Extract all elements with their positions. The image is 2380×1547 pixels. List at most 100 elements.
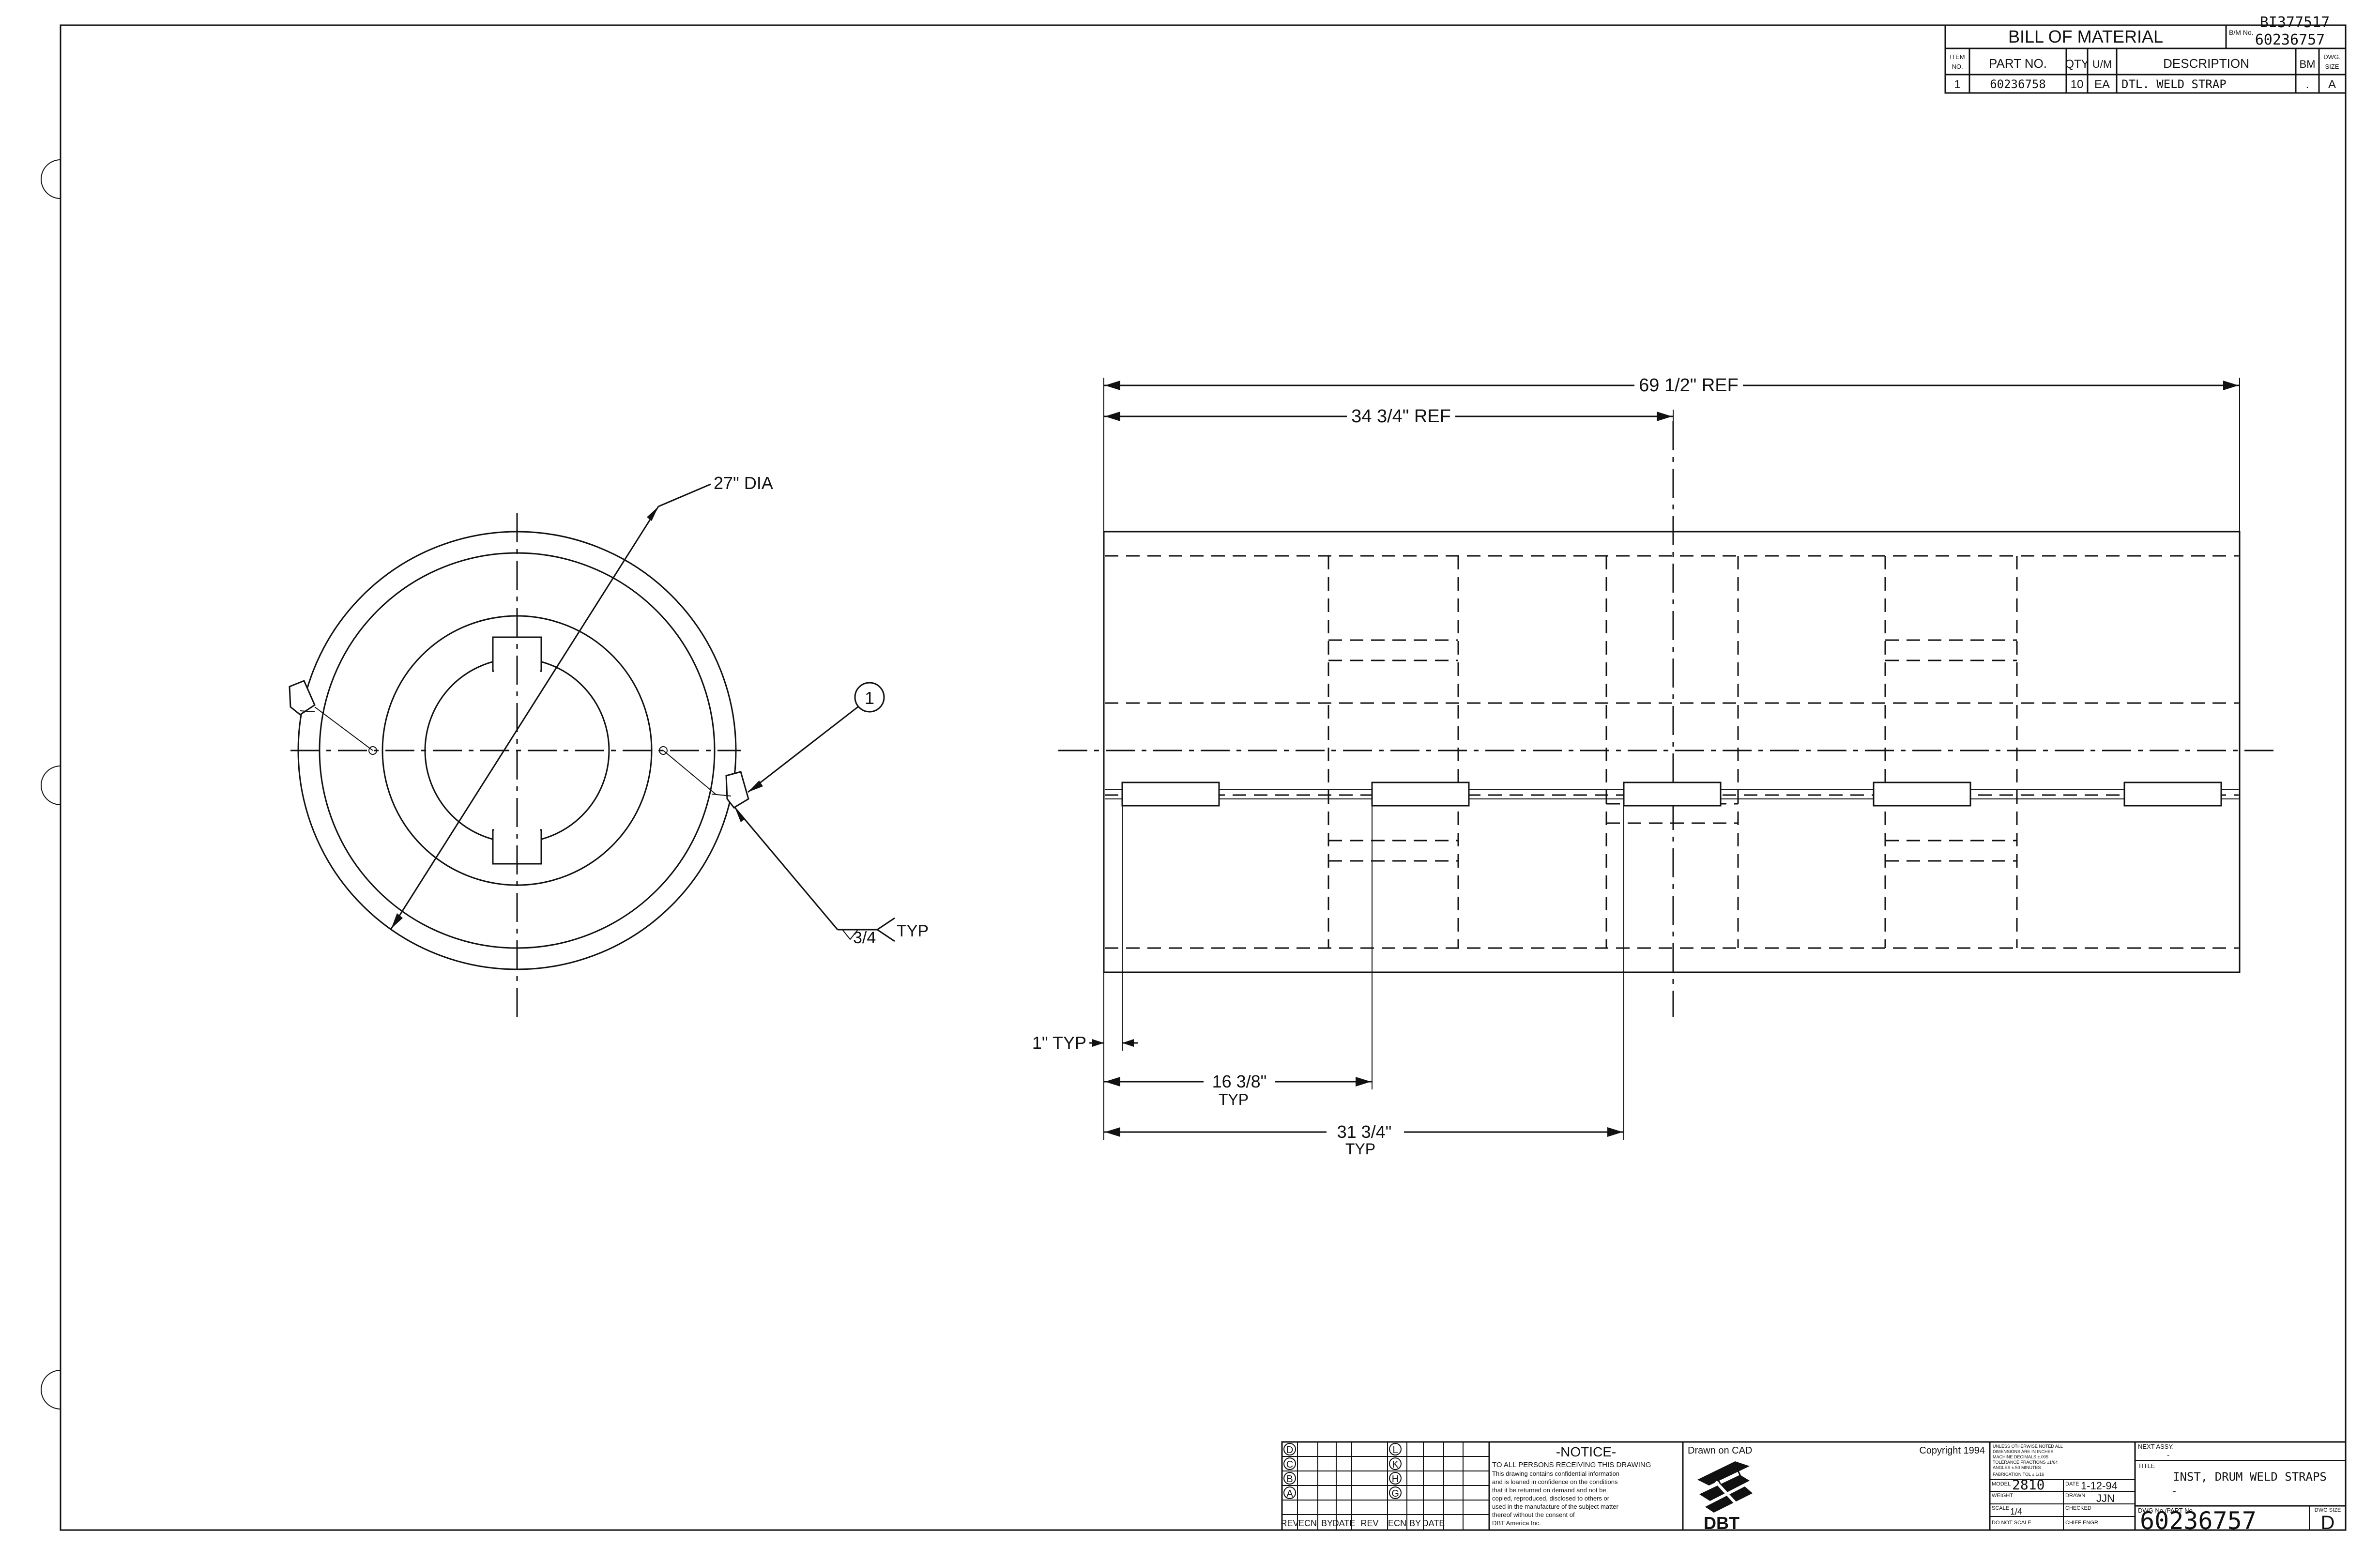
sheet-border xyxy=(60,24,2347,1531)
drawn-label: DRAWN xyxy=(2065,1493,2085,1499)
weld-strap xyxy=(1623,781,1722,807)
svg-text:DIMENSIONS ARE IN INCHES: DIMENSIONS ARE IN INCHES xyxy=(1993,1449,2054,1454)
svg-text:MACHINE DECIMALS ±.005: MACHINE DECIMALS ±.005 xyxy=(1993,1455,2048,1459)
date-label: DATE xyxy=(2065,1481,2079,1487)
next-assy-value: - xyxy=(2167,1451,2169,1459)
svg-text:This drawing contains confiden: This drawing contains confidential infor… xyxy=(1492,1470,1619,1477)
weld-strap xyxy=(1873,781,1971,807)
svg-text:copied, reproduced, disclosed: copied, reproduced, disclosed to others … xyxy=(1492,1495,1610,1502)
svg-text:K: K xyxy=(1392,1459,1399,1470)
drawing-size: D xyxy=(2321,1512,2335,1533)
drawing-number: 60236757 xyxy=(2140,1507,2257,1535)
bom-cell-bm: . xyxy=(2306,78,2309,91)
bom-header-qty: QTY xyxy=(2065,58,2089,71)
drum-shell-outline xyxy=(1103,531,2241,973)
bom-cell-um: EA xyxy=(2094,78,2110,91)
drawing-title: INST, DRUM WELD STRAPS xyxy=(2173,1470,2327,1484)
bom-bm-label: B/M No. xyxy=(2229,29,2254,36)
strap-spacing-note: TYP xyxy=(1219,1091,1249,1108)
strap-spacing-dimension: 16 3/8" xyxy=(1212,1072,1267,1091)
scale-label: SCALE xyxy=(1992,1505,2009,1511)
drawn-on-cad: Drawn on CAD xyxy=(1688,1445,1752,1456)
next-assy-label: NEXT ASSY. xyxy=(2138,1443,2174,1450)
weld-note: TYP xyxy=(897,922,929,940)
left-weld-strap xyxy=(289,680,316,716)
svg-text:thereof without the consent of: thereof without the consent of xyxy=(1492,1511,1575,1518)
bom-title: BILL OF MATERIAL xyxy=(2008,27,2163,46)
bom-cell-qty: 10 xyxy=(2071,78,2084,91)
bill-of-material: BILL OF MATERIAL B/M No. BI377517 602367… xyxy=(1944,14,2347,94)
svg-text:used in the manufacture of the: used in the manufacture of the subject m… xyxy=(1492,1503,1619,1510)
do-not-scale: DO NOT SCALE xyxy=(1992,1520,2031,1526)
bom-header-size-1: DWG. xyxy=(2323,53,2340,61)
right-weld-strap xyxy=(725,771,749,809)
svg-text:FABRICATION TOL ±.1/16: FABRICATION TOL ±.1/16 xyxy=(1993,1472,2044,1477)
half-dimension: 34 3/4" REF xyxy=(1351,406,1451,427)
svg-text:DATE: DATE xyxy=(1333,1518,1356,1528)
date-value: 1-12-94 xyxy=(2081,1480,2118,1492)
weld-strap xyxy=(2123,781,2222,807)
end-view: 27" DIA 1 3/4 TYP xyxy=(289,473,929,1017)
strap-pitch-note: TYP xyxy=(1345,1140,1375,1158)
model-value: 2810 xyxy=(2012,1477,2044,1493)
strap-pitch-dimension: 31 3/4" xyxy=(1337,1122,1392,1142)
bom-cell-description: DTL. WELD STRAP xyxy=(2121,77,2227,91)
svg-text:H: H xyxy=(1392,1474,1399,1485)
title-label: TITLE xyxy=(2138,1462,2155,1470)
bom-cell-item: 1 xyxy=(1954,78,1960,91)
bom-cell-size: A xyxy=(2328,78,2336,91)
bom-stamp: BI377517 xyxy=(2260,14,2330,31)
svg-text:ANGLES ±.50 MINUTES: ANGLES ±.50 MINUTES xyxy=(1993,1465,2041,1470)
dwg-size-label: DWG SIZE xyxy=(2315,1507,2341,1513)
diameter-label: 27" DIA xyxy=(714,473,773,493)
overall-dimension: 69 1/2" REF xyxy=(1639,375,1739,396)
bom-bm-number: 60236757 xyxy=(2255,31,2325,48)
weld-size: 3/4 xyxy=(853,929,876,947)
weight-label: WEIGHT xyxy=(1992,1493,2013,1499)
svg-text:C: C xyxy=(1286,1459,1293,1470)
notice-title: -NOTICE- xyxy=(1556,1444,1616,1459)
title-block: D C B A L K H G REV ECN BY DATE REV ECN … xyxy=(1281,1441,2347,1535)
svg-text:DBT America Inc.: DBT America Inc. xyxy=(1492,1519,1541,1527)
svg-text:B: B xyxy=(1286,1474,1293,1485)
chief-engr-label: CHIEF ENGR xyxy=(2065,1520,2098,1526)
weld-strap xyxy=(1371,781,1470,807)
model-label: MODEL xyxy=(1992,1481,2011,1487)
checked-label: CHECKED xyxy=(2065,1505,2091,1511)
svg-text:BY: BY xyxy=(1409,1518,1421,1528)
bom-header-item-1: ITEM xyxy=(1950,53,1965,61)
svg-text:REV: REV xyxy=(1360,1518,1378,1528)
svg-text:L: L xyxy=(1392,1445,1398,1455)
bom-header-bm: BM xyxy=(2300,58,2316,70)
dwg-no-label: DWG No./PART No. xyxy=(2138,1507,2194,1514)
side-view: 69 1/2" REF 34 3/4" REF 1" TYP 16 3/8" T… xyxy=(1032,375,2280,1158)
drawing-title-2: - xyxy=(2173,1486,2176,1497)
drawn-by: JJN xyxy=(2096,1492,2115,1504)
tolerance-notes: UNLESS OTHERWISE NOTED ALL DIMENSIONS AR… xyxy=(1993,1444,2063,1477)
svg-text:and is loaned in confidence on: and is loaned in confidence on the condi… xyxy=(1492,1478,1618,1486)
edge-dimension: 1" TYP xyxy=(1032,1033,1086,1053)
bom-row: 1 60236758 10 EA DTL. WELD STRAP . A xyxy=(1954,77,2336,91)
scale-value: 1/4 xyxy=(2010,1507,2022,1516)
svg-text:A: A xyxy=(1286,1488,1293,1499)
revision-headers: REV ECN BY DATE REV ECN BY DATE xyxy=(1281,1518,1445,1528)
svg-text:D: D xyxy=(1286,1445,1293,1455)
item-balloon-number: 1 xyxy=(865,688,874,708)
bom-header-part: PART NO. xyxy=(1989,56,2047,71)
svg-text:ECN: ECN xyxy=(1388,1518,1406,1528)
bom-header-description: DESCRIPTION xyxy=(2163,56,2249,71)
svg-text:DATE: DATE xyxy=(1422,1518,1445,1528)
bom-header-item-2: NO. xyxy=(1952,63,1963,70)
svg-text:REV: REV xyxy=(1281,1518,1298,1528)
notice-text: TO ALL PERSONS RECEIVING THIS DRAWING Th… xyxy=(1492,1461,1651,1527)
svg-text:ECN: ECN xyxy=(1298,1518,1317,1528)
item-balloon xyxy=(854,682,885,713)
svg-text:TO ALL PERSONS RECEIVING THIS: TO ALL PERSONS RECEIVING THIS DRAWING xyxy=(1492,1461,1651,1469)
bom-header-size-2: SIZE xyxy=(2325,63,2339,70)
bom-cell-part: 60236758 xyxy=(1990,77,2046,91)
revision-letters-right: L K H G xyxy=(1389,1443,1402,1499)
svg-text:BY: BY xyxy=(1321,1518,1333,1528)
binder-holes xyxy=(41,159,61,1409)
weld-straps-row xyxy=(1121,781,2222,807)
